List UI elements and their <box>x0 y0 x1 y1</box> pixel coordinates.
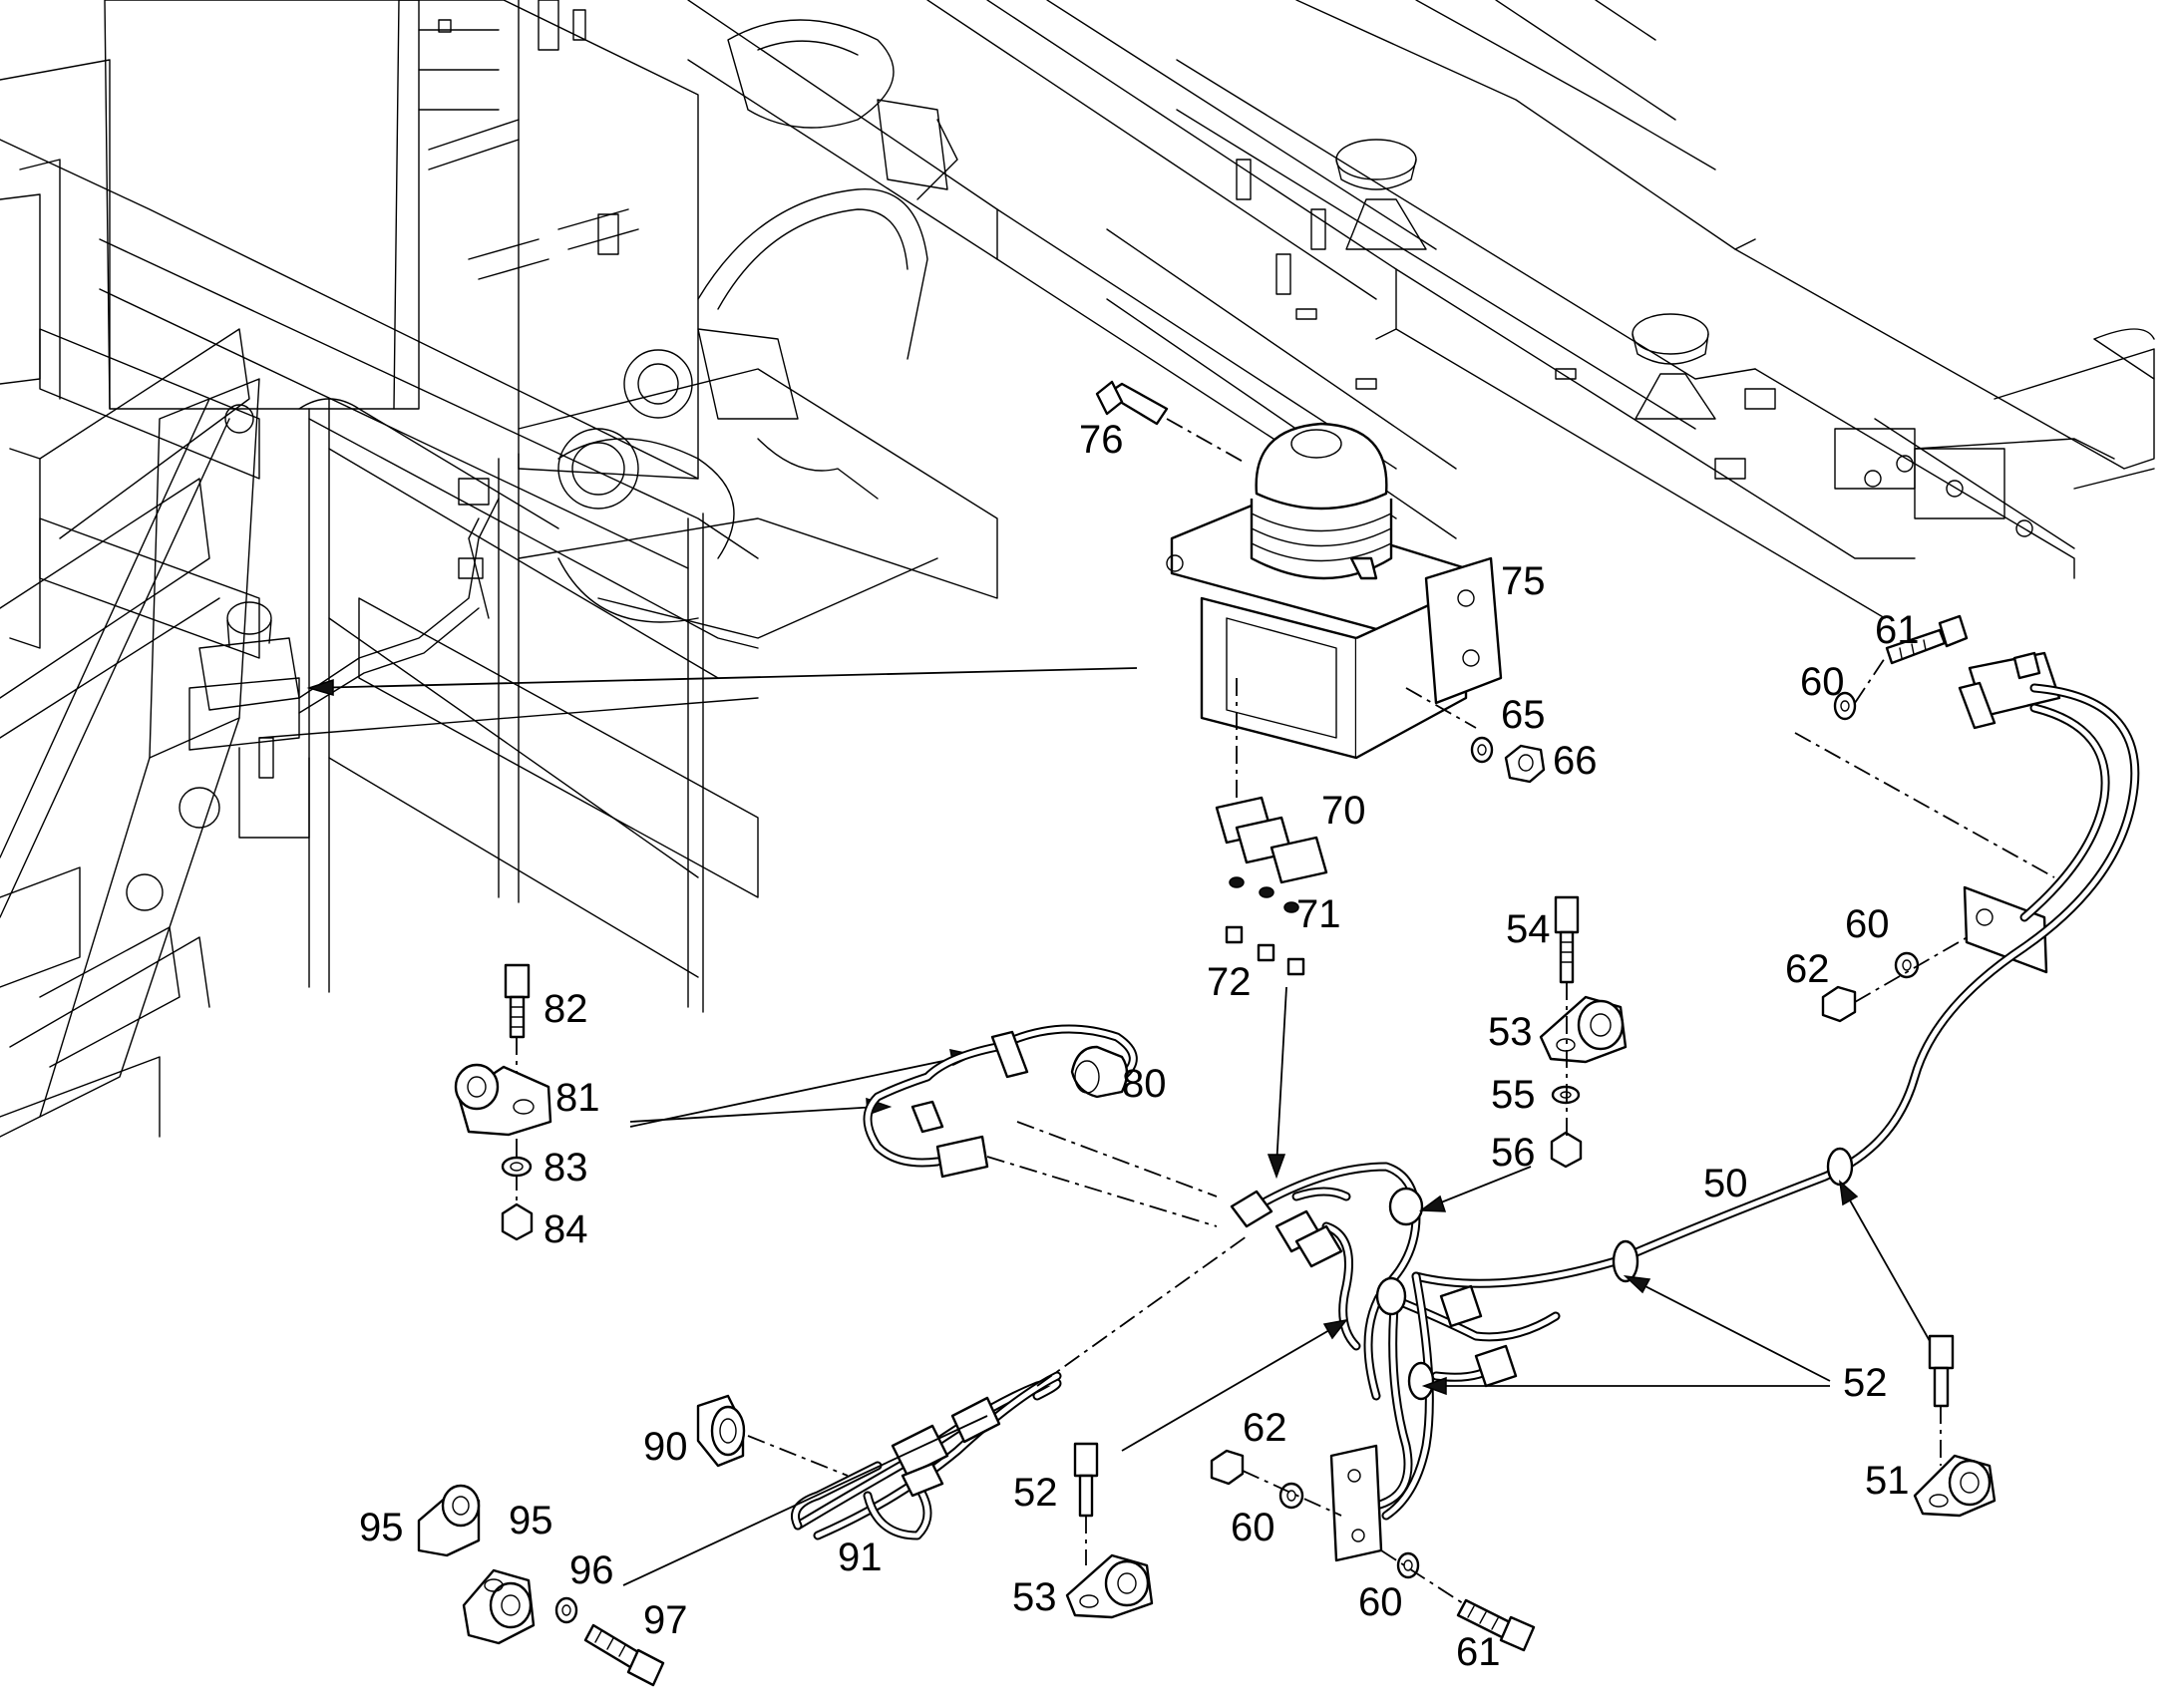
bolt-76 <box>1095 380 1248 465</box>
machine-background <box>0 0 2155 1138</box>
bracket-assembly-75 <box>1166 422 1503 818</box>
nut-56 <box>1550 1131 1583 1169</box>
rubber-mounts <box>1335 139 1716 420</box>
callout-53: 53 <box>1012 1575 1057 1619</box>
callout-53: 53 <box>1488 1010 1533 1054</box>
callout-82: 82 <box>544 987 588 1031</box>
bolt-61-lower <box>1456 1598 1536 1652</box>
clamp-95-right <box>462 1568 536 1645</box>
clamp-51 <box>1913 1454 1997 1518</box>
washer-65 <box>1470 736 1494 764</box>
nut-84 <box>501 1202 534 1241</box>
callout-56: 56 <box>1491 1131 1536 1175</box>
bolt-97 <box>583 1623 665 1687</box>
leader-96 <box>622 1415 988 1586</box>
callout-96: 96 <box>569 1548 614 1592</box>
wiring-harness-50 <box>1230 683 2140 1562</box>
callout-83: 83 <box>544 1146 588 1190</box>
axis-line <box>1794 732 2055 878</box>
washer-60-bottom <box>1396 1551 1420 1579</box>
callout-70: 70 <box>1321 789 1366 833</box>
arrowhead <box>306 678 334 696</box>
callout-91: 91 <box>838 1536 883 1579</box>
screws-71 <box>1229 876 1299 913</box>
screws-72 <box>1225 925 1305 1180</box>
washer-60-upper <box>1833 691 1857 721</box>
callout-62: 62 <box>1243 1406 1287 1450</box>
callout-97: 97 <box>643 1598 688 1642</box>
grating-pattern <box>39 328 759 898</box>
callout-72: 72 <box>1207 960 1252 1004</box>
callout-90: 90 <box>643 1425 688 1469</box>
callout-62: 62 <box>1785 947 1830 991</box>
location-leader <box>308 667 1138 689</box>
callout-50: 50 <box>1703 1162 1748 1205</box>
callout-61: 61 <box>1456 1630 1501 1674</box>
axis-line <box>1854 926 1986 1003</box>
leaders-52 <box>1121 1166 1931 1452</box>
grommet-90 <box>696 1394 849 1477</box>
harness-80 <box>863 1024 1218 1227</box>
clips-70 <box>1215 796 1328 884</box>
washer-83 <box>501 1156 533 1178</box>
callout-60: 60 <box>1800 660 1845 704</box>
callout-52: 52 <box>1013 1471 1058 1515</box>
callout-75: 75 <box>1501 559 1546 603</box>
bolt-52-left <box>1073 1442 1099 1565</box>
washer-60-right <box>1894 951 1920 979</box>
washer-96 <box>554 1596 578 1624</box>
callout-54: 54 <box>1506 907 1551 951</box>
washer-55 <box>1551 1085 1581 1105</box>
nut-62-right <box>1821 985 1857 1023</box>
nut-66 <box>1504 744 1546 784</box>
callout-81: 81 <box>555 1076 600 1120</box>
clamp-81 <box>454 1063 552 1137</box>
callout-51: 51 <box>1865 1459 1910 1503</box>
callout-65: 65 <box>1501 693 1546 737</box>
callout-71: 71 <box>1296 892 1341 936</box>
bolt-52-right <box>1928 1334 1955 1466</box>
axis-line <box>1380 1549 1467 1606</box>
bolt-82 <box>504 963 531 1039</box>
nut-62-lower <box>1210 1449 1245 1486</box>
callout-76: 76 <box>1079 418 1124 462</box>
bolt-61-upper <box>1885 614 1969 665</box>
callout-95: 95 <box>359 1506 404 1549</box>
axis-line <box>1854 657 1886 704</box>
clamp-95-left <box>417 1484 481 1557</box>
callout-60: 60 <box>1845 902 1890 946</box>
clamp-53-upper <box>1539 995 1628 1064</box>
clamp-53-lower <box>1065 1553 1154 1619</box>
callout-52: 52 <box>1843 1361 1888 1405</box>
callout-55: 55 <box>1491 1073 1536 1117</box>
callout-60: 60 <box>1358 1580 1403 1624</box>
callout-80: 80 <box>1122 1062 1167 1106</box>
callout-66: 66 <box>1553 739 1598 783</box>
callout-60: 60 <box>1231 1506 1275 1549</box>
callout-61: 61 <box>1875 608 1920 652</box>
callout-95: 95 <box>509 1499 553 1542</box>
callout-84: 84 <box>544 1207 588 1251</box>
bolt-54 <box>1554 895 1580 984</box>
installed-valve-assembly <box>188 478 500 839</box>
connector-plug <box>1958 651 2061 730</box>
